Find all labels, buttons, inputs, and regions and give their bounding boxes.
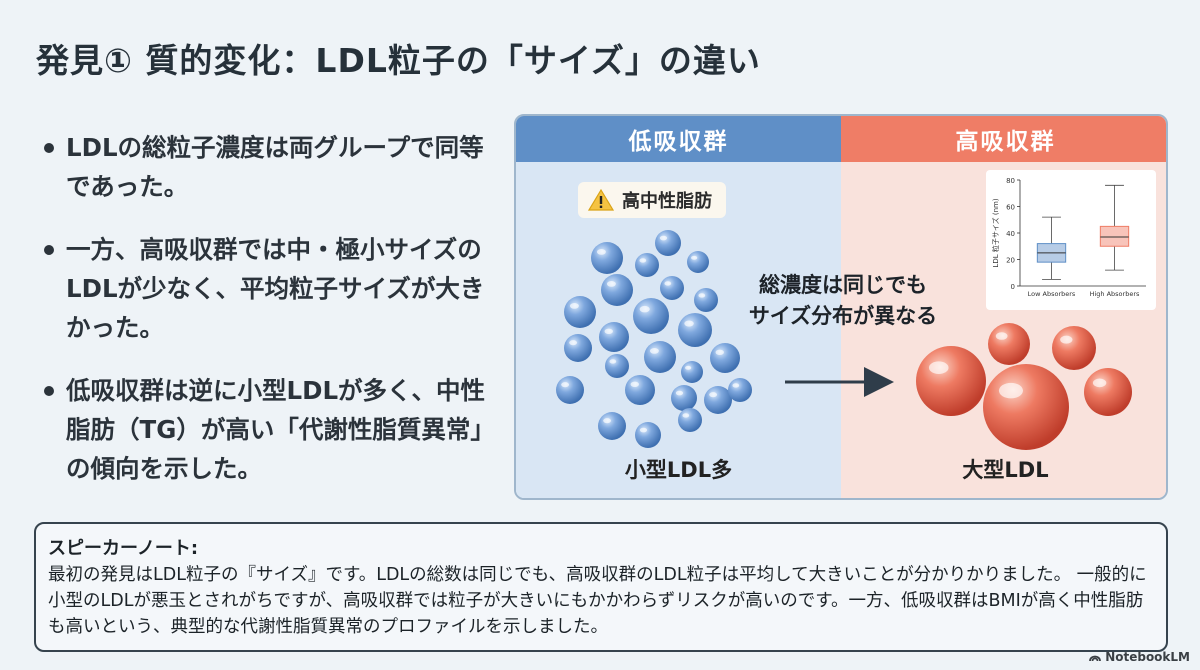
small-ldl-particle-highlight xyxy=(604,328,613,334)
small-ldl-particle xyxy=(704,386,732,414)
small-ldl-particle xyxy=(635,422,661,448)
small-ldl-particle xyxy=(591,242,623,274)
small-ldl-particle xyxy=(687,251,709,273)
small-ldl-particle xyxy=(671,385,697,411)
bullet-item: 一方、高吸収群では中・極小サイズのLDLが少なく、平均粒子サイズが大きかった。 xyxy=(40,230,490,347)
small-ldl-particle xyxy=(556,376,584,404)
large-ldl-particle xyxy=(1052,326,1096,370)
y-tick-label: 40 xyxy=(1006,230,1015,238)
small-ldl-particle xyxy=(605,354,629,378)
small-ldl-particles xyxy=(556,230,752,448)
small-ldl-particle xyxy=(678,408,702,432)
small-ldl-particle xyxy=(625,375,655,405)
small-ldl-particle-highlight xyxy=(715,349,724,355)
large-ldl-particle-highlight xyxy=(928,361,949,375)
bullet-item: LDLの総粒子濃度は両グループで同等であった。 xyxy=(40,128,490,206)
y-tick-label: 80 xyxy=(1006,177,1015,185)
small-ldl-particle xyxy=(655,230,681,256)
center-annotation: 総濃度は同じでも サイズ分布が異なる xyxy=(733,270,953,332)
large-ldl-particle-highlight xyxy=(1092,378,1107,388)
small-ldl-particle-highlight xyxy=(709,392,718,398)
small-ldl-particle-highlight xyxy=(639,427,648,433)
y-tick-label: 0 xyxy=(1011,283,1015,291)
small-ldl-particle-highlight xyxy=(732,383,740,388)
warning-icon xyxy=(588,188,614,211)
small-ldl-particle xyxy=(728,378,752,402)
small-ldl-particle xyxy=(681,361,703,383)
small-ldl-particle xyxy=(601,274,633,306)
small-ldl-particle xyxy=(660,276,684,300)
large-ldl-particle xyxy=(1084,368,1132,416)
page-title: 発見① 質的変化：LDL粒子の「サイズ」の違い xyxy=(36,41,761,80)
small-ldl-particle xyxy=(694,288,718,312)
notebooklm-logo-icon xyxy=(1089,655,1102,662)
small-ldl-particle-highlight xyxy=(630,381,639,387)
small-ldl-particle-highlight xyxy=(659,235,668,241)
small-ldl-particle-highlight xyxy=(603,418,612,424)
small-ldl-particle xyxy=(564,296,596,328)
brand-watermark: NotebookLM xyxy=(1089,650,1190,664)
speaker-notes-heading: スピーカーノート: xyxy=(48,538,199,559)
small-ldl-particle-highlight xyxy=(649,348,659,354)
small-ldl-particle-highlight xyxy=(569,303,579,309)
high-absorbers-header: 高吸収群 xyxy=(841,116,1166,162)
center-text-line-1: 総濃度は同じでも xyxy=(759,273,927,297)
large-ldl-particle-highlight xyxy=(995,332,1008,340)
large-ldl-particles xyxy=(916,323,1132,450)
x-tick-label: High Absorbers xyxy=(1090,290,1140,298)
small-ldl-particle xyxy=(710,343,740,373)
small-ldl-particle xyxy=(678,313,712,347)
speaker-notes: スピーカーノート: 最初の発見はLDL粒子の『サイズ』です。LDLの総数は同じで… xyxy=(34,522,1168,652)
small-ldl-particle-highlight xyxy=(685,365,692,370)
bullet-item: 低吸収群は逆に小型LDLが多く、中性脂肪（TG）が高い「代謝性脂質異常」の傾向を… xyxy=(40,371,490,488)
small-ldl-particle xyxy=(598,412,626,440)
large-ldl-particle xyxy=(983,364,1069,450)
bullet-list: LDLの総粒子濃度は両グループで同等であった。 一方、高吸収群では中・極小サイズ… xyxy=(40,128,490,512)
small-ldl-particle xyxy=(633,298,669,334)
small-ldl-particle-highlight xyxy=(606,281,616,287)
warning-label: 高中性脂肪 xyxy=(622,191,712,212)
small-ldl-particle-highlight xyxy=(691,255,698,260)
small-ldl-particle xyxy=(599,322,629,352)
small-ldl-particle-highlight xyxy=(639,305,650,313)
large-ldl-particle-highlight xyxy=(998,382,1023,399)
large-ldl-particle xyxy=(988,323,1030,365)
low-absorbers-caption: 小型LDL多 xyxy=(624,458,733,482)
small-ldl-particle-highlight xyxy=(569,340,578,346)
brand-name: NotebookLM xyxy=(1105,650,1190,664)
y-tick-label: 60 xyxy=(1006,204,1015,212)
small-ldl-particle-highlight xyxy=(639,258,647,263)
box xyxy=(1099,225,1130,247)
large-ldl-particle xyxy=(916,346,986,416)
small-ldl-particle-highlight xyxy=(698,293,706,298)
y-axis-label: LDL 粒子サイズ (nm) xyxy=(991,198,1000,267)
warning-badge: 高中性脂肪 xyxy=(578,182,726,218)
x-tick-label: Low Absorbers xyxy=(1028,290,1076,298)
center-text-line-2: サイズ分布が異なる xyxy=(748,304,938,328)
small-ldl-particle-highlight xyxy=(561,382,570,388)
low-absorbers-header: 低吸収群 xyxy=(516,116,841,162)
small-ldl-particle xyxy=(564,334,592,362)
small-ldl-particle-highlight xyxy=(664,281,672,286)
high-absorbers-caption: 大型LDL xyxy=(962,458,1049,482)
small-ldl-particle-highlight xyxy=(596,249,606,255)
small-ldl-particle-highlight xyxy=(609,359,617,364)
low-absorbers-panel: 低吸収群 高中性脂肪 小型LDL多 xyxy=(516,116,841,498)
large-ldl-particle-highlight xyxy=(1060,335,1073,344)
small-ldl-particle xyxy=(644,341,676,373)
small-ldl-particle-highlight xyxy=(684,320,694,327)
y-tick-label: 20 xyxy=(1006,257,1015,265)
small-ldl-particle xyxy=(635,253,659,277)
speaker-notes-body: 最初の発見はLDL粒子の『サイズ』です。LDLの総数は同じでも、高吸収群のLDL… xyxy=(48,565,1147,637)
small-ldl-particle-highlight xyxy=(675,390,684,396)
small-ldl-particle-highlight xyxy=(682,413,690,418)
